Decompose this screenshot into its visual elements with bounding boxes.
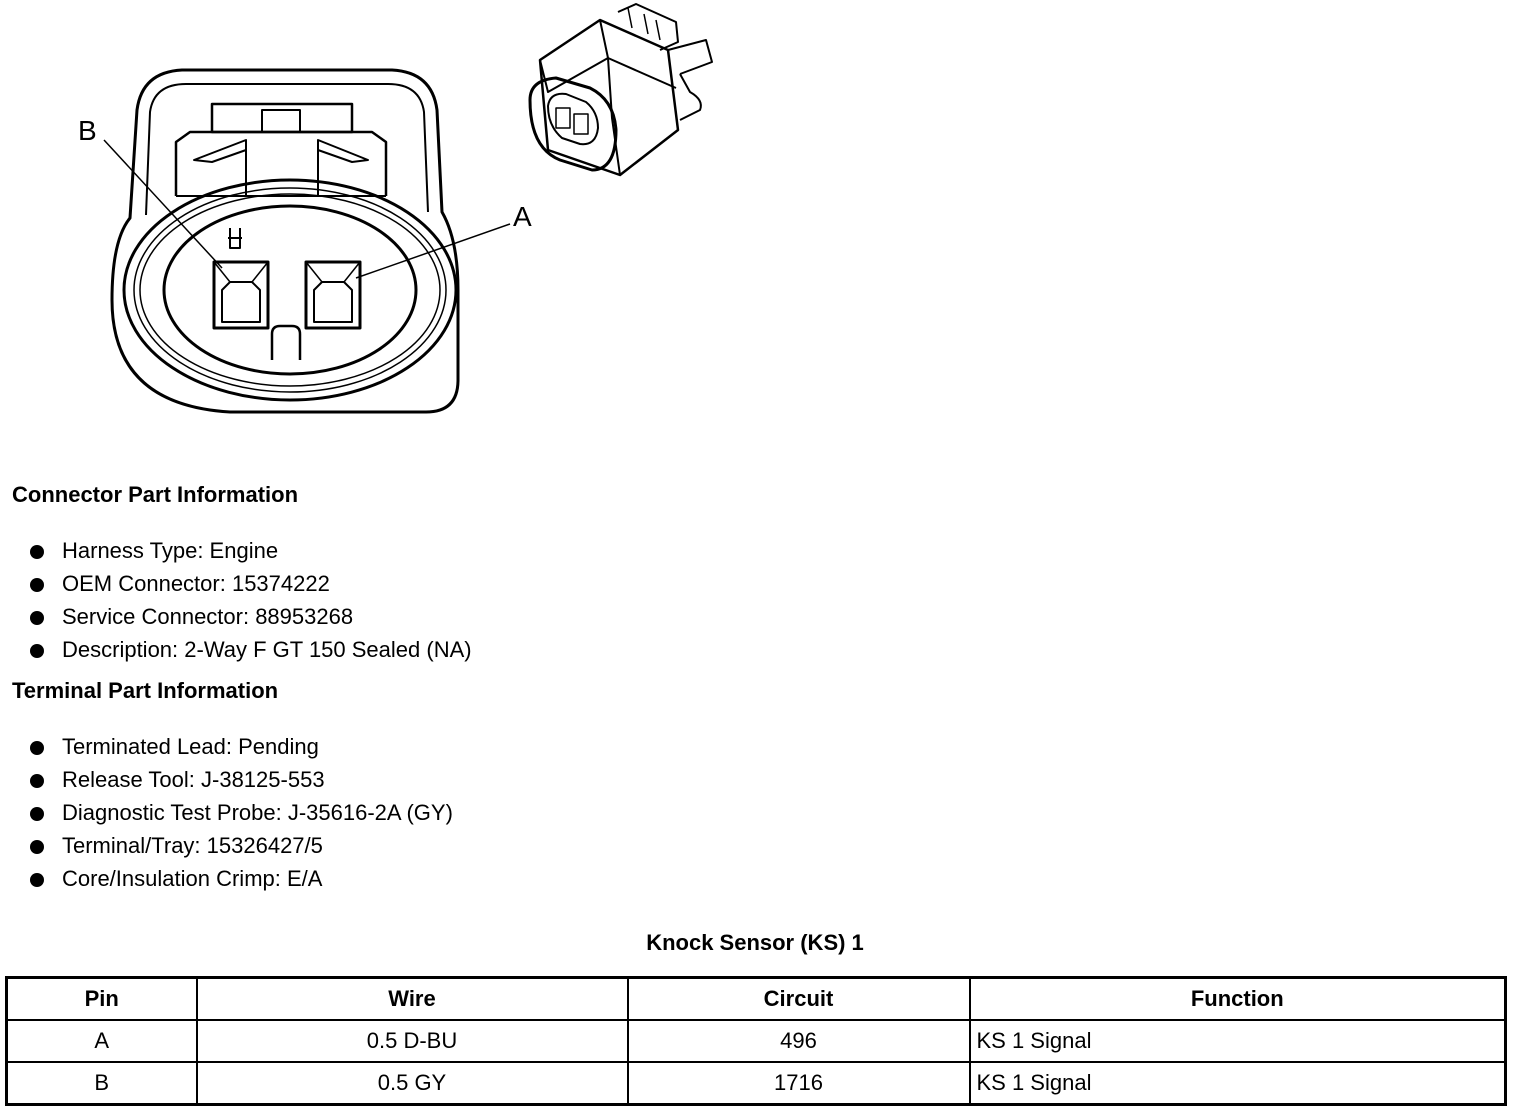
bullet-icon (30, 578, 44, 592)
cell-wire: 0.5 D-BU (195, 1019, 629, 1063)
bullet-icon (30, 644, 44, 658)
connector-diagram: B A (78, 3, 713, 414)
bullet-icon (30, 840, 44, 854)
list-item: Description: 2-Way F GT 150 Sealed (NA) (28, 633, 472, 666)
bullet-icon (30, 873, 44, 887)
terminal-cavity-b (212, 260, 270, 330)
header-circuit: Circuit (626, 976, 971, 1021)
bullet-icon (30, 741, 44, 755)
header-pin: Pin (5, 976, 198, 1021)
connector-face-outer (122, 178, 458, 402)
cell-function: KS 1 Signal (968, 1019, 1507, 1063)
connector-latch (174, 130, 388, 196)
terminal-part-info-title: Terminal Part Information (12, 678, 279, 703)
connector-part-info-title: Connector Part Information (12, 482, 299, 507)
connector-iso-view (528, 3, 713, 177)
table-row: A 0.5 D-BU 496 KS 1 Signal (5, 1019, 1507, 1063)
connector-housing-outline (110, 68, 460, 414)
list-item: Core/Insulation Crimp: E/A (28, 862, 453, 895)
pin-label-a: A (513, 201, 532, 232)
bullet-icon (30, 807, 44, 821)
cell-wire: 0.5 GY (195, 1061, 629, 1106)
cell-circuit: 496 (626, 1019, 971, 1063)
leader-line-a (355, 223, 511, 279)
header-function: Function (968, 976, 1507, 1021)
table-row: B 0.5 GY 1716 KS 1 Signal (5, 1061, 1507, 1106)
pin-label-b: B (78, 115, 97, 146)
cell-function: KS 1 Signal (968, 1061, 1507, 1106)
leader-line-b (103, 139, 223, 269)
bullet-icon (30, 545, 44, 559)
list-item: Diagnostic Test Probe: J-35616-2A (GY) (28, 796, 453, 829)
cell-pin: B (5, 1061, 198, 1106)
connector-part-info-list: Harness Type: Engine OEM Connector: 1537… (28, 534, 472, 666)
pin-table: Pin Wire Circuit Function A 0.5 D-BU 496… (5, 976, 1507, 1106)
bullet-icon (30, 611, 44, 625)
connector-face-inner (162, 204, 418, 376)
list-item: Release Tool: J-38125-553 (28, 763, 453, 796)
pin-table-title: Knock Sensor (KS) 1 (646, 930, 864, 955)
list-item: Harness Type: Engine (28, 534, 472, 567)
cell-circuit: 1716 (626, 1061, 971, 1106)
header-wire: Wire (195, 976, 629, 1021)
table-header-row: Pin Wire Circuit Function (5, 976, 1507, 1021)
terminal-cavity-a (304, 260, 362, 330)
terminal-part-info-list: Terminated Lead: Pending Release Tool: J… (28, 730, 453, 895)
cell-pin: A (5, 1019, 198, 1063)
list-item: Terminated Lead: Pending (28, 730, 453, 763)
list-item: OEM Connector: 15374222 (28, 567, 472, 600)
bullet-icon (30, 774, 44, 788)
list-item: Terminal/Tray: 15326427/5 (28, 829, 453, 862)
list-item: Service Connector: 88953268 (28, 600, 472, 633)
connector-bottom-key (270, 324, 302, 360)
